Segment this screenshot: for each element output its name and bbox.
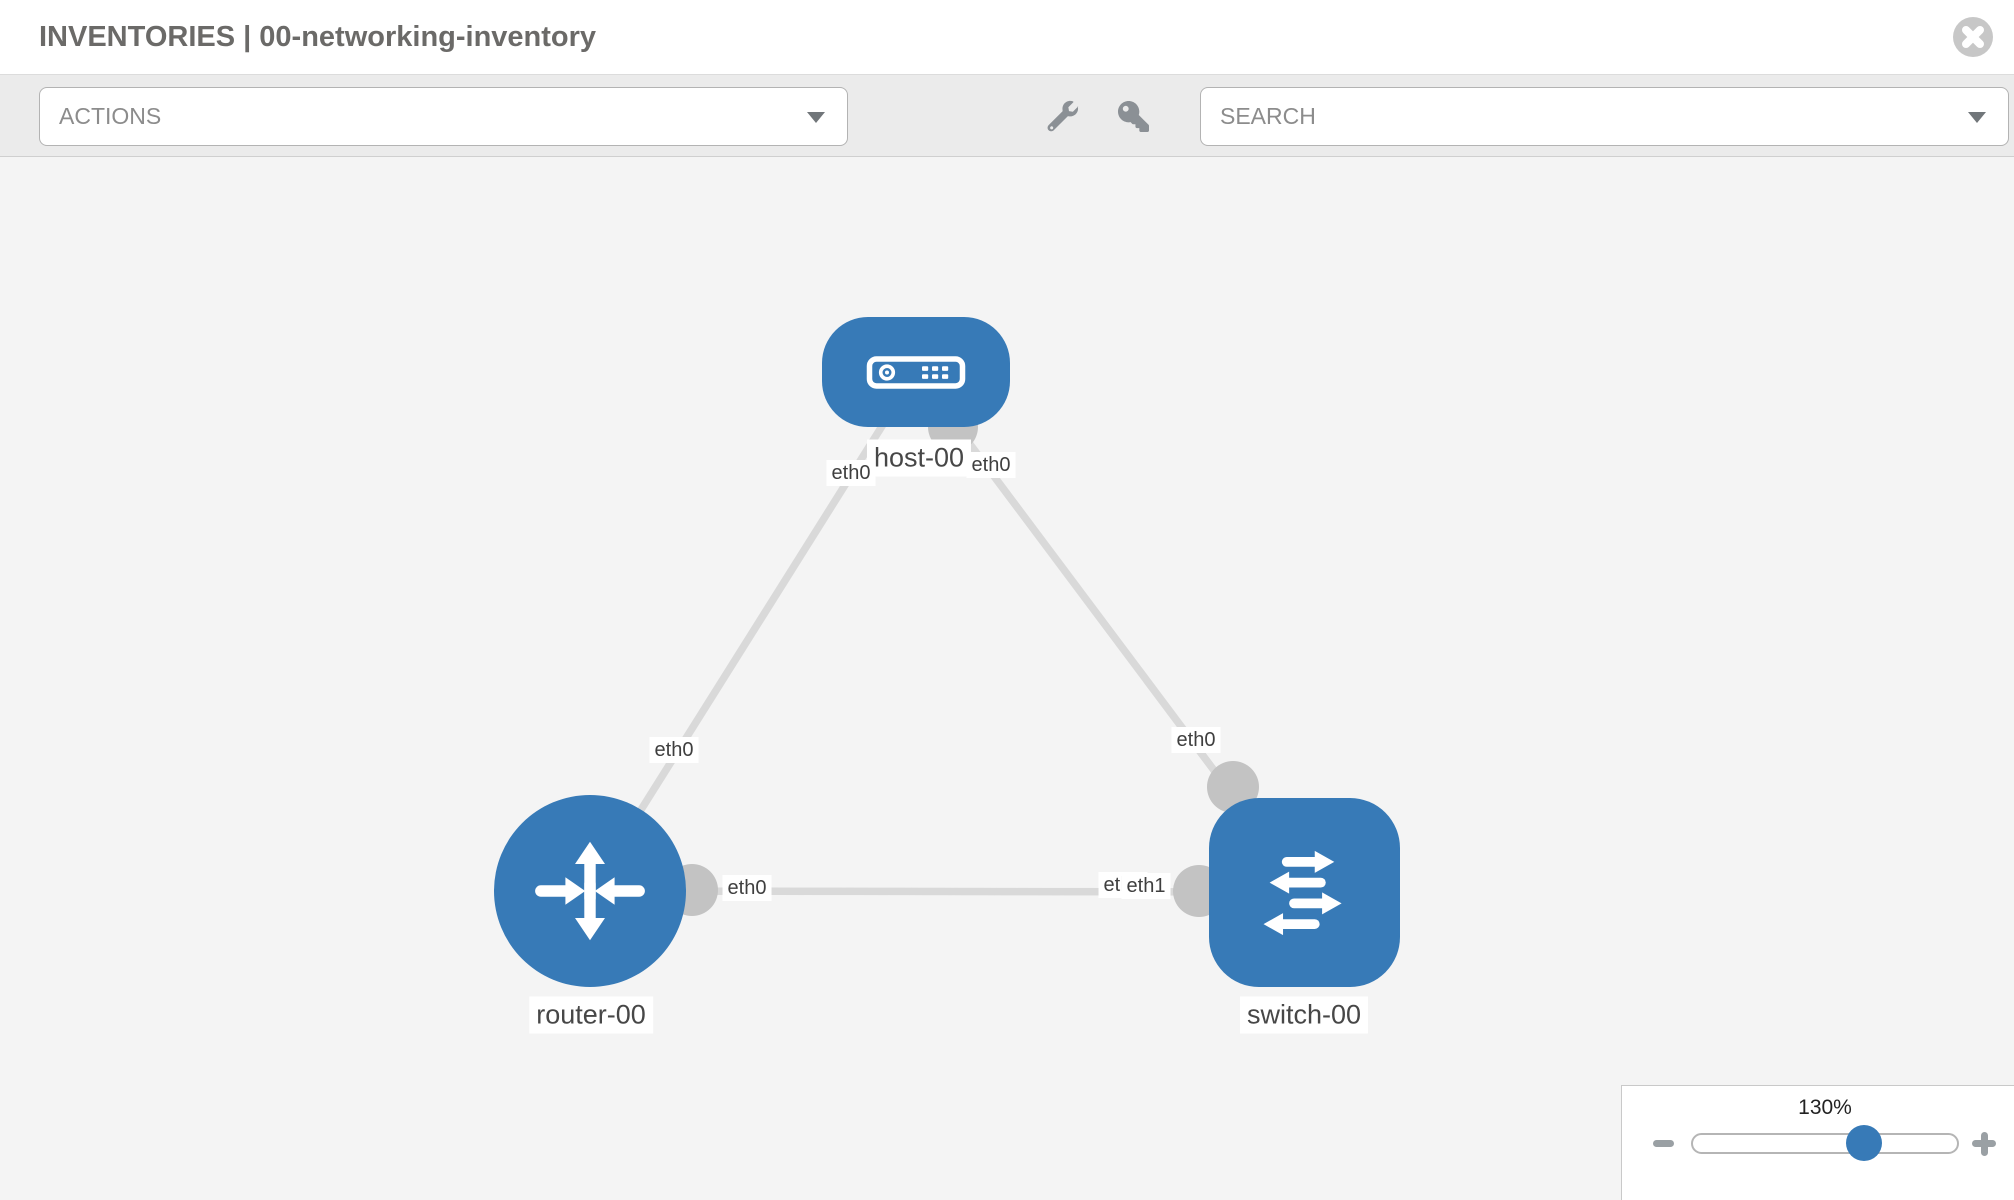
chevron-down-icon (807, 112, 825, 123)
interface-label-host-right: eth0 (966, 452, 1016, 478)
close-circle-icon (1953, 17, 1993, 57)
chevron-down-icon (1968, 112, 1986, 123)
switch-icon (1263, 850, 1342, 935)
search-dropdown[interactable]: SEARCH (1200, 87, 2009, 146)
node-switch-00[interactable] (1209, 798, 1400, 987)
edge-host-router (586, 370, 920, 893)
node-label-host-00: host-00 (866, 439, 972, 477)
key-icon (1118, 101, 1149, 132)
interface-label-switch-left-eth1: eth1 (1121, 873, 1171, 899)
close-button[interactable] (1953, 17, 1993, 57)
interface-label-switch-top: eth0 (1171, 727, 1221, 753)
zoom-slider-track[interactable] (1691, 1133, 1959, 1154)
interface-label-router-right: eth0 (722, 875, 772, 901)
actions-dropdown-label: ACTIONS (59, 103, 162, 129)
zoom-slider-thumb[interactable] (1846, 1125, 1882, 1161)
minus-icon[interactable] (1653, 1140, 1674, 1147)
node-label-router-00: router-00 (529, 996, 653, 1034)
header: INVENTORIES | 00-networking-inventory (0, 0, 2014, 74)
router-icon (535, 841, 645, 941)
node-label-switch-00: switch-00 (1239, 996, 1369, 1034)
key-button[interactable] (1118, 75, 1149, 158)
interface-label-host-left: eth0 (826, 460, 876, 486)
zoom-panel: 130% (1621, 1085, 2014, 1200)
page-title: INVENTORIES | 00-networking-inventory (39, 21, 597, 53)
plus-icon[interactable] (1980, 1131, 1988, 1156)
search-dropdown-label: SEARCH (1220, 103, 1316, 129)
actions-dropdown[interactable]: ACTIONS (39, 87, 848, 146)
toolbar: ACTIONS SEARCH (0, 74, 2014, 157)
wrench-icon (1047, 100, 1079, 132)
wrench-button[interactable] (1046, 75, 1079, 158)
node-host-00[interactable] (822, 317, 1010, 427)
node-router-00[interactable] (494, 795, 686, 987)
host-icon (866, 355, 966, 389)
interface-label-router-top: eth0 (649, 737, 699, 763)
zoom-level-value: 130% (1798, 1096, 1852, 1119)
